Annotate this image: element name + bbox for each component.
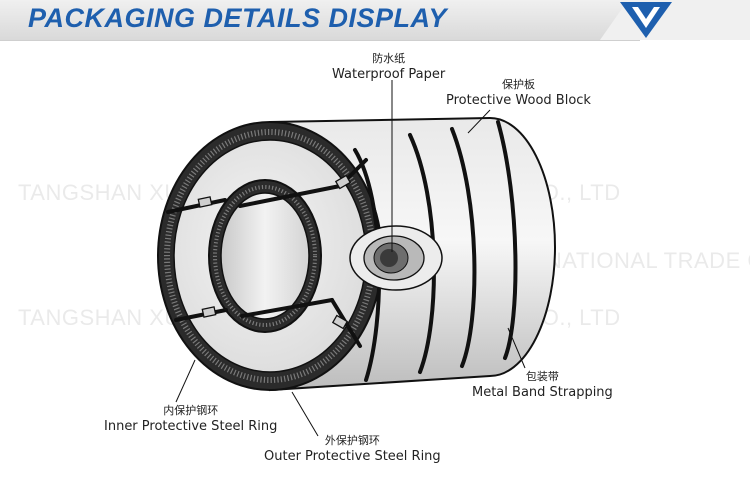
label-cn: 外保护钢环: [324, 434, 380, 447]
label-protective-wood-block: 保护板 Protective Wood Block: [446, 78, 591, 109]
label-en: Outer Protective Steel Ring: [264, 449, 441, 464]
corner-tab: [600, 0, 750, 40]
label-en: Waterproof Paper: [332, 67, 446, 82]
label-en: Metal Band Strapping: [472, 385, 613, 400]
label-cn: 保护板: [501, 78, 535, 91]
title-bar: PACKAGING DETAILS DISPLAY: [0, 0, 640, 41]
label-cn: 防水纸: [372, 52, 406, 65]
label-en: Protective Wood Block: [446, 93, 591, 108]
label-en: Inner Protective Steel Ring: [104, 419, 278, 434]
leader-lines: [175, 80, 526, 437]
header: PACKAGING DETAILS DISPLAY: [0, 0, 750, 41]
label-cn: 包装带: [525, 370, 559, 383]
page-title: PACKAGING DETAILS DISPLAY: [28, 3, 448, 33]
strap-buckle: [197, 174, 352, 330]
metal-band-strapping: [166, 120, 518, 382]
waterproof-paper-roll: [349, 225, 443, 291]
label-outer-steel-ring: 外保护钢环 Outer Protective Steel Ring: [264, 434, 441, 465]
label-metal-band-strapping: 包装带 Metal Band Strapping: [472, 370, 613, 401]
label-waterproof-paper: 防水纸 Waterproof Paper: [332, 52, 445, 83]
label-inner-steel-ring: 内保护钢环 Inner Protective Steel Ring: [104, 404, 277, 435]
coil-bore: [220, 192, 310, 320]
label-cn: 内保护钢环: [163, 404, 219, 417]
